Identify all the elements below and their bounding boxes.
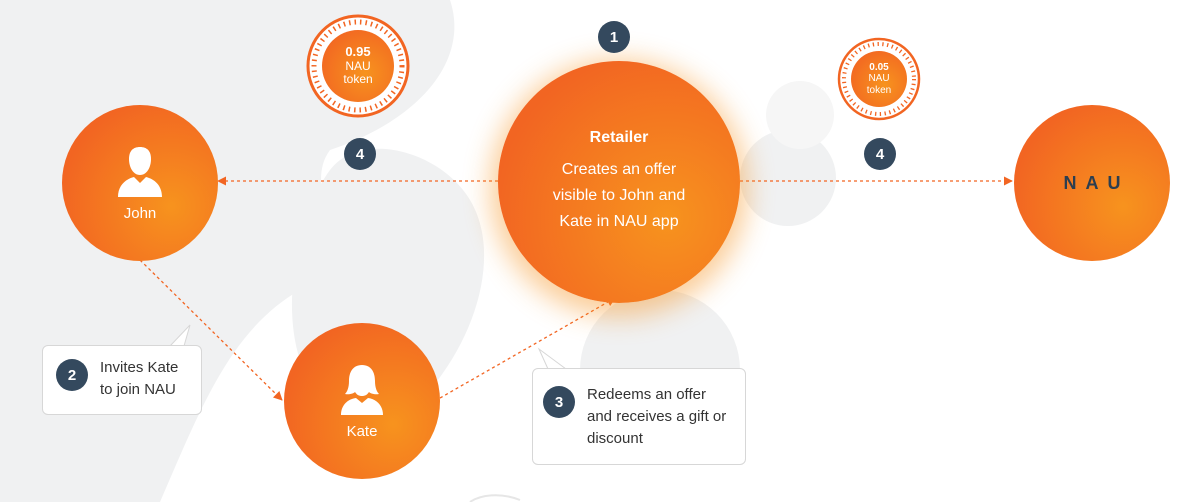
token-large-unit: NAU [345,58,371,73]
nau-node: NAU [1014,105,1170,261]
kate-label: Kate [346,422,378,440]
token-small-amount: 0.05 [869,61,889,73]
callout-invite-text: Invites Kate to join NAU [100,359,179,398]
token-coin-icon [837,37,921,121]
person-female-icon [341,364,383,415]
john-label: John [123,204,157,222]
step-badge-4-right: 4 [864,138,896,170]
callout-invite: 2 Invites Kate to join NAU [42,345,202,415]
retailer-description: Creates an offer visible to John and Kat… [552,161,686,230]
step-badge-1: 1 [598,21,630,53]
background-circle-small [740,130,836,226]
token-small: 0.05 NAU token [836,36,922,122]
token-small-word: token [866,84,892,96]
callout-redeem: 3 Redeems an offer and receives a gift o… [532,368,746,465]
token-coin-icon [306,14,410,118]
john-node: John [62,105,218,261]
kate-node: Kate [284,323,440,479]
callout-redeem-pointer [537,347,567,370]
callout-redeem-text: Redeems an offer and receives a gift or … [587,386,727,447]
background-circle-top-right [766,81,834,149]
step-badge-3: 3 [543,386,575,418]
step-badge-4-left: 4 [344,138,376,170]
token-small-unit: NAU [868,73,890,85]
retailer-title: Retailer [589,129,649,146]
callout-invite-pointer [169,324,191,347]
step-badge-2: 2 [56,359,88,391]
nau-logo: NAU [1063,172,1130,193]
retailer-node: Retailer Creates an offer visible to Joh… [498,61,740,303]
person-male-icon [118,146,162,197]
token-large-amount: 0.95 [345,43,371,59]
token-large: 0.95 NAU token [304,12,412,120]
token-large-word: token [343,72,373,87]
